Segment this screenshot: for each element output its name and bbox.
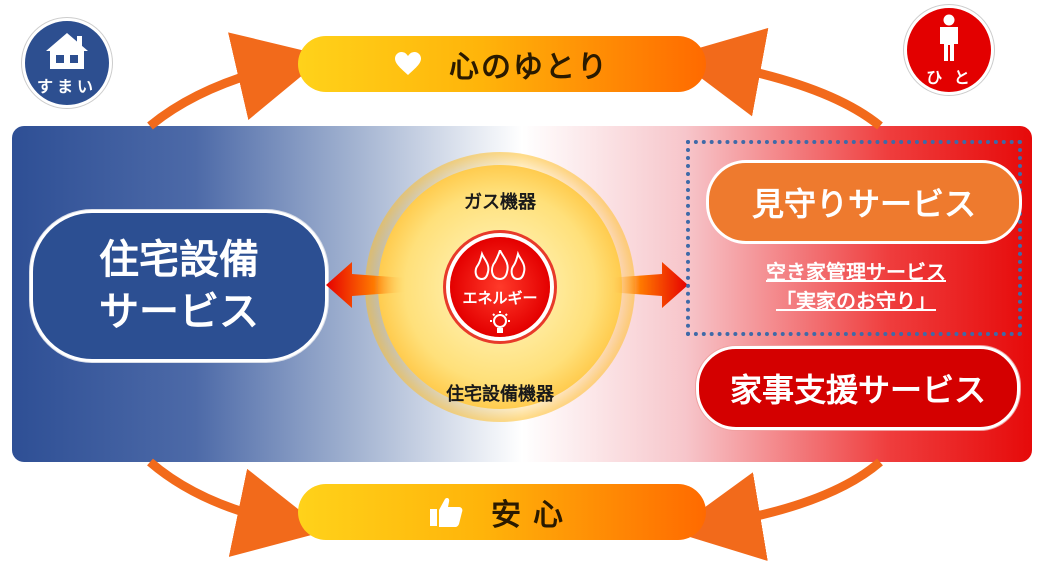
arrow-bottom-left (147, 458, 327, 557)
housing-equipment-service-line1: 住宅設備 (99, 237, 259, 283)
vacant-house-service-line2: 「実家のお守り」 (776, 289, 936, 313)
kokoro-yutori-pill: 心のゆとり (298, 36, 706, 92)
person-icon (940, 14, 958, 61)
kokoro-yutori-label: 心のゆとり (449, 50, 609, 85)
vacant-house-service-line1: 空き家管理サービス (766, 260, 946, 284)
housework-support-service-box: 家事支援サービス (696, 346, 1020, 430)
hito-badge: ひと (904, 5, 994, 95)
thumbs-up-icon (430, 498, 463, 527)
sumai-label: すまい (36, 77, 97, 96)
heart-icon (395, 52, 421, 75)
flame-icon (474, 250, 526, 280)
sumai-badge: すまい (22, 18, 112, 108)
anshin-pill: 安心 (298, 484, 706, 540)
watch-service-box: 見守りサービス (706, 160, 1022, 244)
right-arrow-icon (608, 262, 688, 308)
house-icon (46, 33, 88, 69)
energy-label: エネルギー (462, 289, 538, 307)
housing-equipment-label: 住宅設備機器 (446, 384, 554, 405)
watch-service-group-frame (686, 140, 1022, 336)
energy-core (450, 237, 550, 337)
anshin-label: 安心 (491, 498, 575, 533)
arrow-top-left (147, 32, 326, 130)
hito-label: ひと (926, 68, 982, 87)
gas-equipment-label: ガス機器 (464, 192, 536, 213)
housing-equipment-service-line2: サービス (99, 289, 259, 335)
arrow-top-right (671, 27, 883, 130)
lightbulb-icon (490, 311, 510, 333)
left-arrow-icon (326, 262, 406, 308)
arrow-bottom-right (671, 458, 883, 561)
housing-equipment-service-box: 住宅設備 サービス (30, 210, 328, 362)
